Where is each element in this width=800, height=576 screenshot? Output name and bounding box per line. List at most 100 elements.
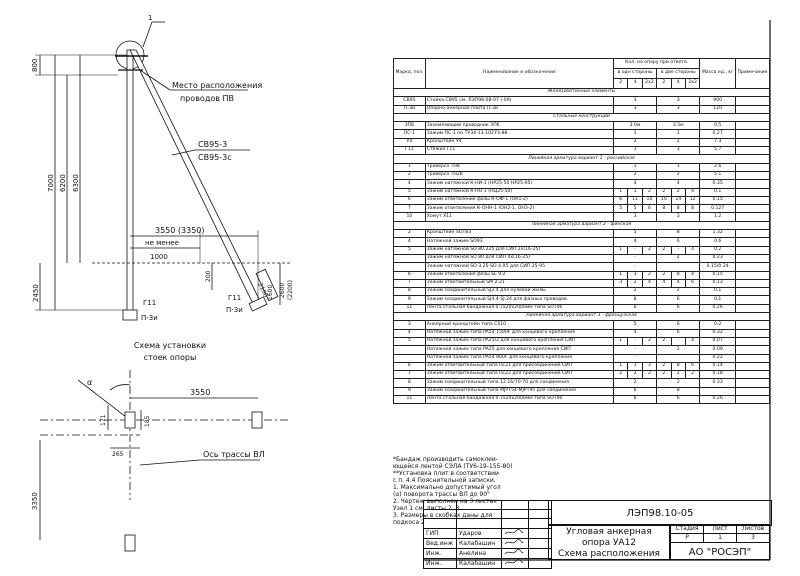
table-cell: 10	[393, 212, 426, 222]
table-cell	[393, 262, 426, 272]
table-cell: 1	[612, 361, 629, 372]
note-line: 1. Максимально допустимый угол	[393, 484, 501, 491]
table-cell: 0.27	[699, 129, 736, 139]
table-cell: Г11	[393, 146, 426, 156]
table-cell: 6	[612, 386, 658, 397]
table-cell: 2	[656, 370, 672, 380]
dim-2600: 2600	[279, 283, 286, 298]
pole-section	[124, 411, 136, 429]
table-cell: 3	[656, 104, 701, 114]
wire-place-label-1: Место расположения	[172, 81, 262, 90]
header-c2x2b: 2х2	[684, 78, 701, 89]
table-cell: 0.2	[699, 320, 736, 330]
table-cell: 0.2	[699, 245, 736, 255]
plan-dim-3350: 3350	[31, 492, 39, 510]
table-cell: 6	[656, 303, 701, 314]
table-cell: 0.26	[699, 394, 736, 405]
table-cell	[735, 204, 770, 214]
table-cell: 8	[670, 361, 686, 372]
stamp-cell	[501, 518, 529, 529]
table-cell	[393, 253, 426, 264]
table-cell: 3	[641, 361, 658, 372]
table-cell: Кронштейн SOT83	[424, 229, 614, 239]
label-p3-left: П-3и	[141, 314, 158, 322]
organization: АО "РОСЭП"	[688, 547, 752, 558]
table-row: Зажим натяжной SO 80 для СИП 4х(16-25)-2…	[393, 253, 770, 264]
table-cell: 5	[612, 229, 658, 239]
stamp-empty-row	[423, 518, 552, 529]
table-cell: -	[627, 245, 643, 255]
table-cell	[735, 262, 770, 272]
table-cell	[735, 303, 770, 314]
table-cell: Линейная арматура вариант 2 - финская	[393, 220, 770, 231]
anchor-plate-left	[122, 309, 138, 321]
header-c2: 2	[612, 78, 629, 89]
table-cell: 0.33	[699, 378, 736, 388]
table-cell: 4	[656, 179, 701, 189]
signature-cell	[501, 537, 529, 549]
table-cell: 0.18	[699, 370, 736, 380]
title-line-3: Схема расположения	[558, 549, 660, 559]
section-row: Железобетонные элементы	[393, 87, 770, 98]
table-cell: 3	[656, 146, 701, 156]
table-cell: 8	[393, 287, 426, 297]
anchor-plate-right	[248, 296, 268, 312]
table-cell: 0.15/0.24	[699, 262, 736, 272]
table-cell: -	[612, 353, 658, 363]
table-cell: 5	[612, 320, 658, 330]
table-cell	[735, 104, 770, 114]
table-cell: 2	[656, 187, 672, 197]
dim-7000: 7000	[47, 174, 55, 192]
table-cell: 4	[393, 328, 426, 338]
table-cell: 8	[684, 204, 701, 214]
table-cell: 3	[612, 278, 629, 289]
table-cell: 10	[641, 195, 658, 206]
table-cell	[735, 370, 770, 380]
table-cell: 7.3	[699, 137, 736, 148]
table-cell: 8	[656, 386, 701, 397]
table-cell	[735, 179, 770, 189]
table-cell: 1	[612, 245, 629, 255]
dim-1000: 1000	[150, 253, 168, 261]
scheme-title-2: стоек опоры	[144, 353, 197, 362]
table-cell	[735, 336, 770, 347]
table-cell: 3	[627, 361, 643, 372]
table-cell: 5	[393, 187, 426, 197]
plan-dim-265: 265	[112, 451, 124, 458]
table-cell: 1	[612, 187, 629, 197]
table-cell: 4	[393, 179, 426, 189]
table-cell: 6	[612, 195, 629, 206]
title-line-1: Угловая анкерная	[566, 527, 652, 537]
table-cell	[735, 162, 770, 172]
table-cell: Зажим натяжной К-НО-1 (НЦ25-50)	[424, 187, 614, 197]
table-cell: 9	[393, 386, 426, 397]
table-cell: 2	[684, 370, 701, 380]
table-cell: 0.15	[699, 195, 736, 206]
dim-2200: (2200)	[287, 280, 294, 300]
table-cell	[735, 328, 770, 338]
table-row: Натяжной зажим типа PA25 для концевого к…	[393, 345, 770, 355]
table-cell: 1	[393, 162, 426, 172]
table-cell: 7	[393, 370, 426, 380]
table-cell: 1	[656, 129, 701, 139]
stamp-person-row: Инж.Калабашин	[423, 557, 552, 569]
table-cell: 1.2	[699, 212, 736, 222]
pole-label-2: СВ95-3с	[198, 153, 232, 162]
table-cell	[735, 353, 770, 363]
table-cell	[735, 245, 770, 255]
header-name: Наименование и обозначение	[424, 58, 614, 89]
table-cell	[735, 170, 770, 181]
table-cell: 2	[612, 370, 629, 380]
section-row: Стальные конструкции	[393, 112, 770, 123]
